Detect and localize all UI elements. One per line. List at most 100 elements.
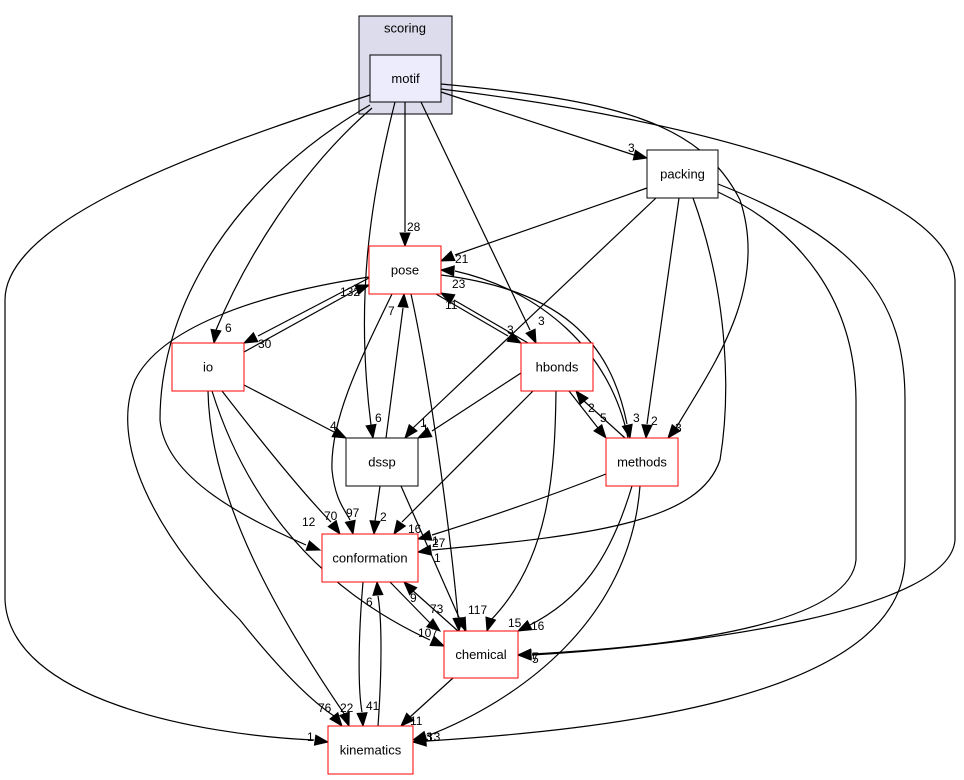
node-chemical[interactable]: chemical (443, 630, 519, 679)
node-motif[interactable]: motif (369, 54, 442, 103)
edge-conformation-to-chemical[interactable]: 73 (389, 581, 444, 632)
edge-label[interactable]: 117 (468, 603, 487, 617)
edge-motif-to-packing[interactable]: 3 (440, 91, 649, 161)
edge-label[interactable]: 1 (432, 534, 439, 548)
edge-label[interactable]: 5 (532, 652, 539, 666)
edge-methods-to-kinematics[interactable]: 3 (411, 485, 641, 744)
edge-pose-to-io[interactable]: 30 (242, 277, 370, 351)
edge-packing-to-conformation[interactable]: 27 (416, 197, 727, 556)
arrowhead-icon (313, 734, 330, 746)
edge-pose-to-conformation[interactable]: 97 (331, 293, 393, 536)
edge-motif-to-conformation[interactable]: 12 (159, 104, 371, 551)
node-dssp[interactable]: dssp (345, 437, 419, 487)
edge-label[interactable]: 6 (375, 411, 382, 425)
edge-chemical-to-conformation[interactable]: 9 (403, 581, 459, 632)
edge-label[interactable]: 2 (588, 401, 595, 415)
node-pose[interactable]: pose (368, 245, 442, 295)
edge-motif-to-io[interactable]: 6 (210, 107, 373, 345)
edge-label[interactable]: 6 (366, 595, 373, 609)
edge-line (583, 400, 626, 439)
node-io[interactable]: io (171, 342, 245, 392)
edge-io-to-pose[interactable]: 132 (243, 284, 371, 353)
edge-motif-to-pose[interactable]: 28 (399, 102, 421, 248)
edge-label[interactable]: 107 (418, 626, 438, 640)
edge-motif-to-hbonds[interactable]: 3 (420, 101, 545, 345)
edge-label[interactable]: 15 (508, 616, 522, 630)
edge-label[interactable]: 30 (258, 337, 272, 351)
node-hbonds[interactable]: hbonds (520, 342, 594, 392)
edge-label[interactable]: 1 (420, 416, 427, 430)
edge-label[interactable]: 3 (675, 421, 682, 435)
edge-motif-to-dssp[interactable]: 6 (363, 101, 396, 440)
arrowhead-icon (516, 648, 532, 660)
edge-label[interactable]: 1 (307, 730, 314, 744)
edge-label[interactable]: 1 (422, 422, 429, 436)
edge-label[interactable]: 27 (432, 536, 446, 550)
edge-label[interactable]: 97 (346, 506, 360, 520)
edge-label[interactable]: 3 (507, 323, 514, 337)
node-label: motif (391, 71, 420, 86)
edge-label[interactable]: 3 (538, 314, 545, 328)
edge-label[interactable]: 70 (324, 509, 338, 523)
node-kinematics[interactable]: kinematics (327, 725, 414, 775)
edge-label[interactable]: 3 (426, 730, 433, 744)
edge-motif-to-kinematics[interactable]: 1 (4, 94, 371, 746)
edge-label[interactable]: 3 (633, 411, 640, 425)
edge-label[interactable]: 6 (225, 321, 232, 335)
edge-packing-to-chemical[interactable]: 7 (516, 191, 857, 664)
node-conformation[interactable]: conformation (321, 533, 419, 583)
edge-label[interactable]: 2 (651, 414, 658, 428)
edge-label[interactable]: 7 (388, 304, 395, 318)
edge-pose-to-chemical[interactable]: 117 (410, 293, 487, 633)
edge-dssp-to-pose[interactable]: 7 (385, 292, 409, 439)
edge-io-to-chemical[interactable]: 107 (211, 390, 446, 647)
edge-line (374, 485, 381, 522)
edge-chemical-to-kinematics[interactable]: 11 (400, 677, 454, 728)
edge-label[interactable]: 73 (430, 602, 444, 616)
edge-label[interactable]: 11 (445, 298, 458, 312)
edge-conformation-to-kinematics[interactable]: 41 (356, 581, 380, 728)
edge-pose-to-methods[interactable]: 3 (440, 274, 640, 440)
node-methods[interactable]: methods (605, 437, 679, 487)
edge-label[interactable]: 11 (410, 714, 423, 728)
edge-motif-to-methods[interactable]: 3 (440, 83, 749, 440)
edge-io-to-conformation[interactable]: 70 (221, 390, 341, 536)
edge-hbonds-to-dssp[interactable]: 1 (416, 372, 522, 439)
edge-label[interactable]: 1 (434, 551, 441, 565)
edge-hbonds-to-chemical[interactable]: 15 (485, 390, 557, 633)
edge-label[interactable]: 22 (340, 701, 354, 715)
edge-dssp-to-conformation[interactable]: 2 (369, 485, 387, 536)
edge-label[interactable]: 3 (628, 141, 635, 155)
arrowhead-icon (439, 265, 455, 277)
edge-label[interactable]: 41 (366, 699, 380, 713)
edge-io-to-dssp[interactable]: 4 (243, 384, 348, 439)
edge-label[interactable]: 12 (302, 515, 316, 529)
edge-packing-to-pose[interactable]: 21 (439, 187, 648, 266)
edge-io-to-kinematics[interactable]: 22 (207, 390, 354, 728)
edge-label[interactable]: 23 (452, 277, 466, 291)
arrowhead-icon (372, 580, 384, 596)
edge-dssp-to-chemical[interactable]: 1 (400, 485, 467, 633)
edge-hbonds-to-pose[interactable]: 11 (439, 292, 529, 344)
arrowhead-icon (425, 618, 442, 632)
edge-label[interactable]: 21 (455, 252, 469, 266)
edge-label[interactable]: 13 (427, 730, 441, 744)
edge-label[interactable]: 9 (410, 591, 417, 605)
edge-label[interactable]: 28 (407, 220, 421, 234)
edge-label[interactable]: 16 (531, 619, 545, 633)
node-packing[interactable]: packing (646, 149, 719, 199)
edge-label[interactable]: 4 (330, 419, 337, 433)
edge-packing-to-methods[interactable]: 2 (641, 197, 680, 440)
edge-label[interactable]: 76 (318, 701, 332, 715)
edge-label[interactable]: 132 (340, 285, 360, 299)
edge-packing-to-dssp[interactable]: 1 (404, 197, 657, 440)
edge-methods-to-pose[interactable]: 23 (439, 265, 629, 439)
edge-kinematics-to-conformation[interactable]: 6 (366, 580, 384, 727)
edge-methods-to-chemical[interactable]: 16 (516, 485, 633, 633)
edge-label[interactable]: 2 (380, 510, 387, 524)
edge-methods-to-hbonds[interactable]: 2 (575, 389, 626, 439)
edge-pose-to-kinematics[interactable]: 76 (127, 276, 370, 728)
arrowhead-icon (525, 328, 537, 345)
edge-label[interactable]: 7 (532, 650, 539, 664)
edge-methods-to-conformation[interactable]: 1 (416, 473, 607, 548)
